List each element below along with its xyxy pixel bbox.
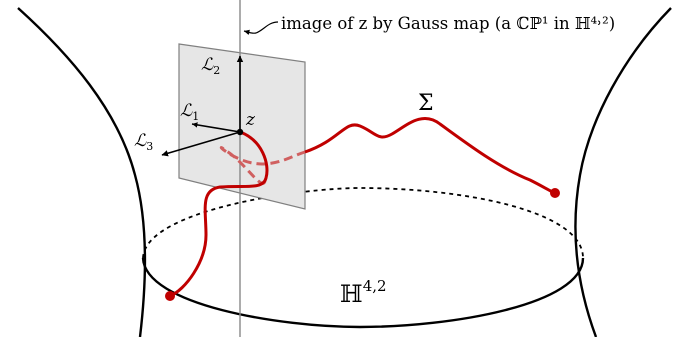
- hyperboloid-right-outline: [574, 7, 672, 337]
- hyperboloid-left-outline: [17, 7, 147, 337]
- waist-ellipse-front: [141, 257, 585, 329]
- curve-sigma-hidden: [219, 146, 306, 185]
- label-l2-symbol: ℒ: [201, 55, 214, 75]
- label-l1-subscript: 1: [192, 110, 199, 123]
- label-l2-subscript: 2: [213, 64, 220, 77]
- vector-l1-arrow: [191, 122, 241, 133]
- label-sigma: Σ: [418, 91, 434, 116]
- gauss-image-plane: [178, 43, 306, 210]
- label-l3: ℒ3: [134, 131, 153, 153]
- label-space-superscript: 4,2: [363, 277, 387, 295]
- curve-sigma-right: [304, 117, 556, 195]
- gauss-map-caption: image of z by Gauss map (a ℂℙ¹ in ℍ⁴˒²): [281, 14, 615, 33]
- point-z: [236, 128, 244, 136]
- vector-l3-arrow: [161, 131, 241, 157]
- label-space-symbol: ℍ: [340, 280, 363, 308]
- label-l3-subscript: 3: [146, 140, 153, 153]
- label-l3-symbol: ℒ: [134, 131, 147, 151]
- caption-leader: [243, 21, 279, 35]
- label-l1: ℒ1: [180, 101, 199, 123]
- waist-ellipse-back: [142, 187, 584, 259]
- label-space: ℍ4,2: [340, 277, 387, 308]
- label-l2: ℒ2: [201, 55, 220, 77]
- curve-sigma-left: [169, 130, 269, 298]
- curve-endpoint-right: [550, 188, 560, 198]
- label-l1-symbol: ℒ: [180, 101, 193, 121]
- label-z: z: [245, 110, 256, 130]
- curve-endpoint-left: [165, 291, 175, 301]
